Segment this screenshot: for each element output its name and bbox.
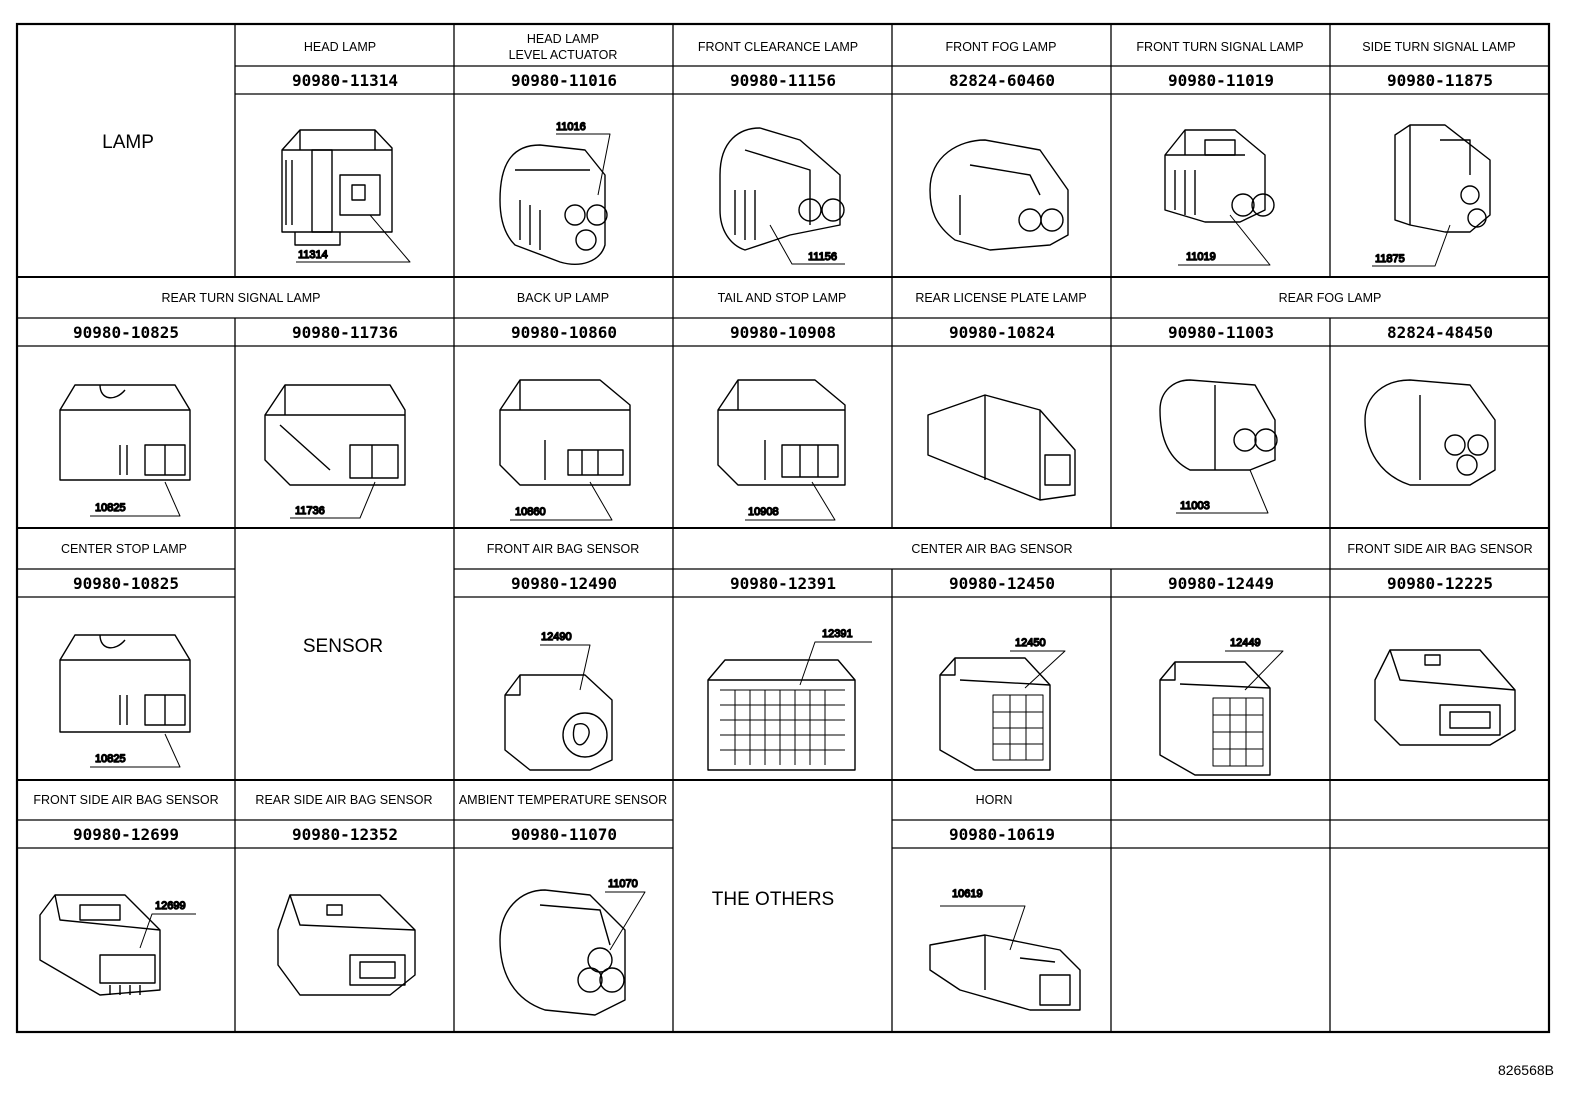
header-front-clearance-lamp: FRONT CLEARANCE LAMP — [698, 40, 858, 54]
part-number: 90980-10824 — [949, 323, 1055, 342]
part-number: 90980-10825 — [73, 574, 179, 593]
connector-drawing-10619 — [929, 934, 1081, 1011]
callout-11314: 11314 — [298, 249, 328, 261]
header-side-turn-signal-lamp: SIDE TURN SIGNAL LAMP — [1362, 40, 1516, 54]
connector-drawing-11019 — [1164, 129, 1275, 223]
callout-11003: 11003 — [1180, 500, 1210, 512]
drawing-code: 826568B — [1497, 1062, 1554, 1078]
part-number: 90980-11736 — [292, 323, 398, 342]
header-front-side-air-bag-sensor-2: FRONT SIDE AIR BAG SENSOR — [33, 793, 218, 807]
callout-11156: 11156 — [808, 251, 837, 263]
part-number: 90980-12391 — [730, 574, 836, 593]
part-number: 90980-11314 — [292, 71, 398, 90]
callout-11736: 11736 — [295, 505, 325, 517]
connector-drawing-12225 — [1374, 649, 1516, 746]
connector-drawing-12450 — [939, 657, 1051, 771]
callout-11019: 11019 — [1186, 251, 1216, 263]
connector-drawing-12490 — [504, 674, 613, 771]
connector-drawing-11156 — [719, 127, 845, 251]
connector-drawing-90980-10824 — [927, 394, 1076, 501]
header-tail-and-stop-lamp: TAIL AND STOP LAMP — [718, 291, 847, 305]
callout-10825-center: 10825 — [95, 753, 126, 765]
connector-drawing-11003 — [1159, 379, 1278, 471]
connector-drawing-10908 — [717, 379, 846, 486]
part-number: 90980-10860 — [511, 323, 617, 342]
connector-drawing-12352 — [277, 894, 416, 996]
header-rear-turn-signal-lamp: REAR TURN SIGNAL LAMP — [161, 291, 320, 305]
header-head-lamp-level-2: LEVEL ACTUATOR — [509, 48, 618, 62]
connector-drawing-12391 — [707, 659, 856, 771]
connector-drawing-10860 — [499, 379, 631, 486]
part-number: 90980-11016 — [511, 71, 617, 90]
header-horn: HORN — [976, 793, 1013, 807]
header-front-air-bag-sensor: FRONT AIR BAG SENSOR — [487, 542, 640, 556]
header-center-stop-lamp: CENTER STOP LAMP — [61, 542, 187, 556]
section-others: THE OTHERS — [712, 889, 834, 910]
header-front-side-air-bag-sensor: FRONT SIDE AIR BAG SENSOR — [1347, 542, 1532, 556]
part-number: 90980-10619 — [949, 825, 1055, 844]
part-number: 82824-60460 — [949, 71, 1055, 90]
part-number: 90980-11019 — [1168, 71, 1274, 90]
callout-10825: 10825 — [95, 502, 126, 514]
part-number: 90980-12490 — [511, 574, 617, 593]
callout-11875: 11875 — [1375, 253, 1405, 265]
part-number: 90980-11875 — [1387, 71, 1493, 90]
connector-drawing-11016 — [499, 144, 608, 265]
connector-drawing-11070 — [499, 889, 626, 1016]
header-ambient-temperature-sensor: AMBIENT TEMPERATURE SENSOR — [459, 793, 667, 807]
header-back-up-lamp: BACK UP LAMP — [517, 291, 609, 305]
part-number: 90980-12352 — [292, 825, 398, 844]
callout-11016: 11016 — [556, 121, 586, 133]
connector-drawing-12699 — [39, 894, 161, 996]
callout-10908: 10908 — [748, 506, 779, 518]
header-head-lamp: HEAD LAMP — [304, 40, 376, 54]
connector-drawing-82824-60460 — [929, 139, 1069, 251]
part-number: 82824-48450 — [1387, 323, 1493, 342]
connector-drawing-11314 — [281, 129, 393, 246]
connector-drawing-11736 — [264, 384, 406, 486]
header-rear-fog-lamp: REAR FOG LAMP — [1279, 291, 1382, 305]
header-rear-side-air-bag-sensor: REAR SIDE AIR BAG SENSOR — [255, 793, 432, 807]
callout-12490: 12490 — [541, 631, 572, 643]
part-number: 90980-11070 — [511, 825, 617, 844]
callout-12449: 12449 — [1230, 637, 1261, 649]
part-number: 90980-11003 — [1168, 323, 1274, 342]
part-number: 90980-12449 — [1168, 574, 1274, 593]
part-number: 90980-10825 — [73, 323, 179, 342]
header-head-lamp-level-1: HEAD LAMP — [527, 32, 599, 46]
part-number: 90980-11156 — [730, 71, 836, 90]
part-number: 90980-12225 — [1387, 574, 1493, 593]
callout-11070: 11070 — [608, 878, 638, 890]
section-lamp: LAMP — [102, 132, 154, 153]
connector-drawing-82824-48450 — [1364, 379, 1496, 486]
part-number: 90980-12450 — [949, 574, 1055, 593]
callout-12391: 12391 — [822, 628, 853, 640]
part-number: 90980-12699 — [73, 825, 179, 844]
header-rear-license-plate-lamp: REAR LICENSE PLATE LAMP — [915, 291, 1086, 305]
header-center-air-bag-sensor: CENTER AIR BAG SENSOR — [911, 542, 1072, 556]
header-front-turn-signal-lamp: FRONT TURN SIGNAL LAMP — [1136, 40, 1303, 54]
connector-drawing-11875 — [1394, 124, 1491, 233]
part-number: 90980-10908 — [730, 323, 836, 342]
connector-drawing-12449 — [1159, 661, 1271, 776]
callout-10619: 10619 — [952, 888, 983, 900]
section-sensor: SENSOR — [303, 636, 383, 657]
callout-10860: 10860 — [515, 506, 546, 518]
connector-drawing-10825-center — [59, 634, 191, 733]
callout-12699: 12699 — [155, 900, 186, 912]
connector-drawing-10825 — [59, 384, 191, 481]
callout-12450: 12450 — [1015, 637, 1046, 649]
header-front-fog-lamp: FRONT FOG LAMP — [946, 40, 1057, 54]
